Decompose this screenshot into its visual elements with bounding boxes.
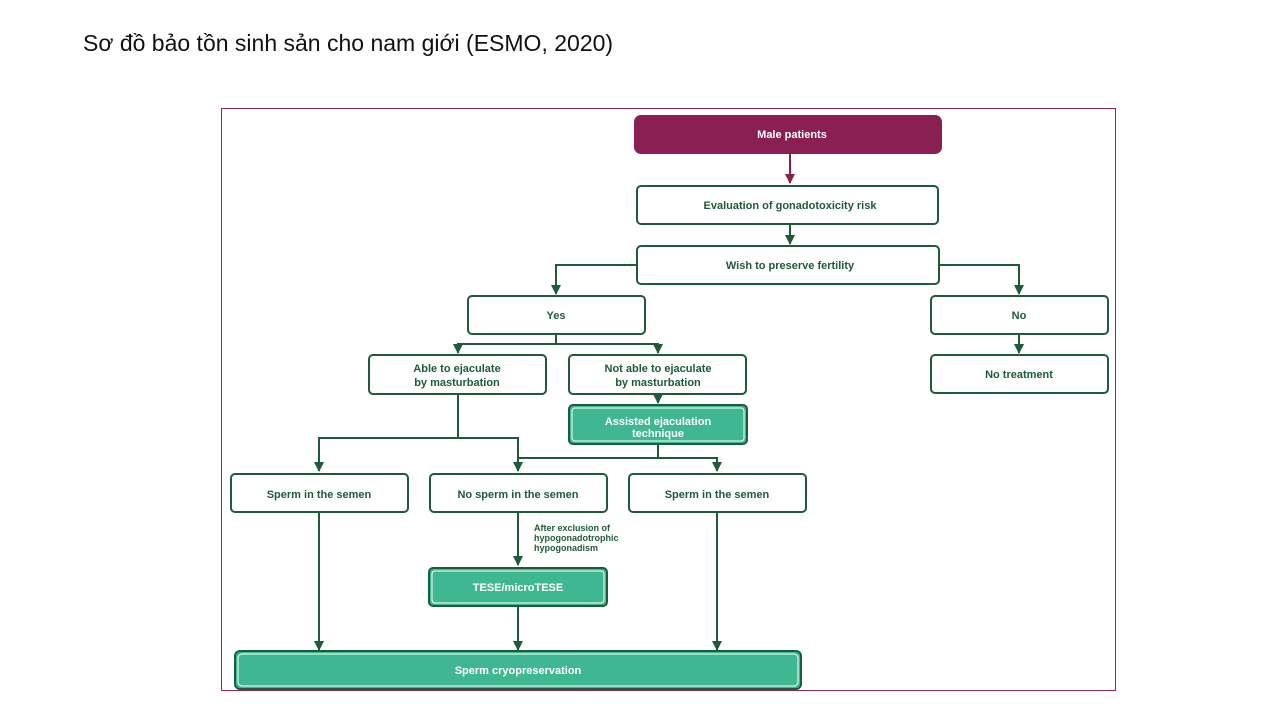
node-yes: Yes — [467, 295, 646, 335]
line-assisted-to-no-sperm — [518, 444, 659, 459]
node-evaluation-label: Evaluation of gonadotoxicity risk — [704, 200, 878, 212]
node-evaluation: Evaluation of gonadotoxicity risk — [636, 185, 939, 225]
arrow-yes-to-notable — [556, 343, 663, 354]
node-no-sperm-label: No sperm in the semen — [457, 489, 578, 501]
diagram-frame — [221, 108, 1116, 691]
arrow-assisted-to-sperm-right — [658, 457, 722, 472]
node-sperm-in-semen-left: Sperm in the semen — [230, 473, 409, 513]
node-able-line1: Able to ejaculate — [413, 363, 500, 375]
slide-title: Sơ đồ bảo tồn sinh sản cho nam giới (ESM… — [83, 30, 614, 56]
node-able-line2: by masturbation — [414, 377, 500, 389]
node-male-patients-label: Male patients — [757, 129, 827, 141]
node-yes-label: Yes — [547, 310, 566, 322]
node-able-to-ejaculate: Able to ejaculate by masturbation — [368, 354, 547, 395]
connectors — [314, 154, 1024, 651]
node-no: No — [930, 295, 1109, 335]
node-wish-label: Wish to preserve fertility — [726, 260, 855, 272]
arrow-yes-to-able — [453, 334, 557, 354]
node-assisted-line2: technique — [632, 428, 684, 440]
arrow-wish-to-yes — [551, 264, 637, 295]
annotation-line3: hypogonadism — [534, 543, 598, 553]
node-no-treatment: No treatment — [930, 354, 1109, 394]
node-assisted-ejaculation: Assisted ejaculation technique — [568, 404, 748, 445]
node-male-patients: Male patients — [634, 115, 942, 154]
arrow-able-to-sperm-left — [314, 394, 459, 472]
node-tese-label: TESE/microTESE — [473, 582, 563, 594]
node-no-sperm-in-semen: No sperm in the semen — [429, 473, 608, 513]
node-no-treatment-label: No treatment — [985, 369, 1053, 381]
node-notable-line1: Not able to ejaculate — [605, 363, 712, 375]
annotation-line1: After exclusion of — [534, 523, 611, 533]
node-no-label: No — [1012, 310, 1027, 322]
node-not-able-to-ejaculate: Not able to ejaculate by masturbation — [568, 354, 747, 395]
node-notable-line2: by masturbation — [615, 377, 701, 389]
node-sperm-right-label: Sperm in the semen — [665, 489, 770, 501]
node-wish: Wish to preserve fertility — [636, 245, 940, 285]
node-tese: TESE/microTESE — [428, 567, 608, 607]
node-sperm-cryopreservation: Sperm cryopreservation — [234, 650, 802, 690]
arrow-wish-to-no — [939, 264, 1024, 295]
annotation-hypogonadism: After exclusion of hypogonadotrophic hyp… — [534, 523, 619, 553]
node-cryo-label: Sperm cryopreservation — [455, 665, 582, 677]
arrow-able-to-no-sperm — [458, 437, 523, 472]
node-sperm-in-semen-right: Sperm in the semen — [628, 473, 807, 513]
annotation-line2: hypogonadotrophic — [534, 533, 619, 543]
node-sperm-left-label: Sperm in the semen — [267, 489, 372, 501]
node-assisted-line1: Assisted ejaculation — [605, 416, 712, 428]
